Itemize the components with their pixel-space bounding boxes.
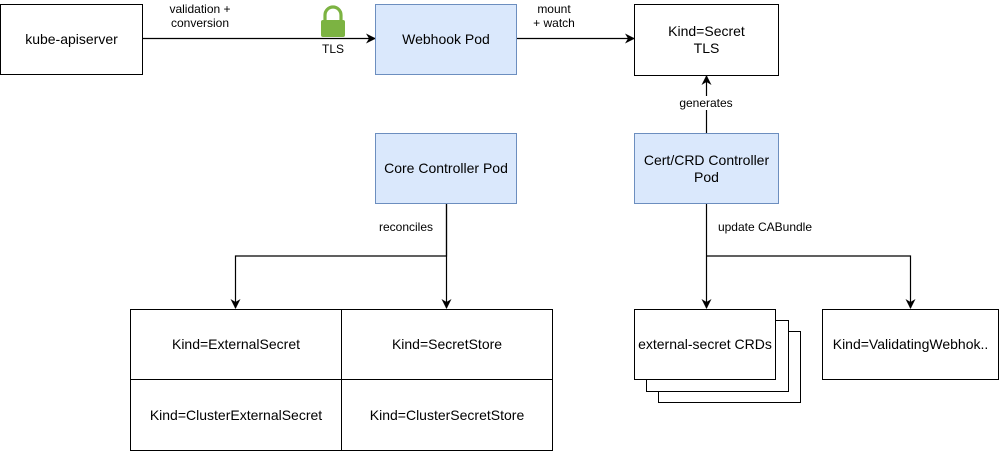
cert-crd-controller-pod-node: Cert/CRD Controller Pod [634, 133, 779, 204]
resource-cell-secretstore: Kind=SecretStore [391, 336, 503, 352]
edge-label-reconciles: reconciles [370, 220, 442, 234]
resource-cell-externalsecret: Kind=ExternalSecret [171, 336, 301, 352]
edge-label-mount-watch: mount + watch [524, 2, 584, 30]
edge-certcontroller-to-validatingwebhook [706, 255, 916, 309]
lock-icon [321, 5, 345, 37]
edge-label-generates: generates [670, 96, 742, 110]
webhook-pod-node: Webhook Pod [375, 4, 517, 75]
edge-label-validation-conversion: validation + conversion [150, 2, 250, 30]
resource-cell-clusterexternalsecret: Kind=ClusterExternalSecret [149, 406, 323, 423]
external-secret-crds-node: external-secret CRDs [634, 309, 776, 380]
core-controller-pod-node: Core Controller Pod [375, 133, 517, 204]
resource-cell-clustersecretstore: Kind=ClusterSecretStore [369, 406, 525, 423]
edge-label-update-cabundle: update CABundle [712, 220, 818, 234]
validating-webhook-node: Kind=ValidatingWebhok.. [822, 309, 999, 380]
kube-apiserver-node: kube-apiserver [0, 4, 143, 75]
secret-tls-node: Kind=Secret TLS [634, 4, 779, 76]
edge-core-to-externalsecret [230, 203, 448, 309]
edge-label-tls: TLS [321, 42, 344, 56]
